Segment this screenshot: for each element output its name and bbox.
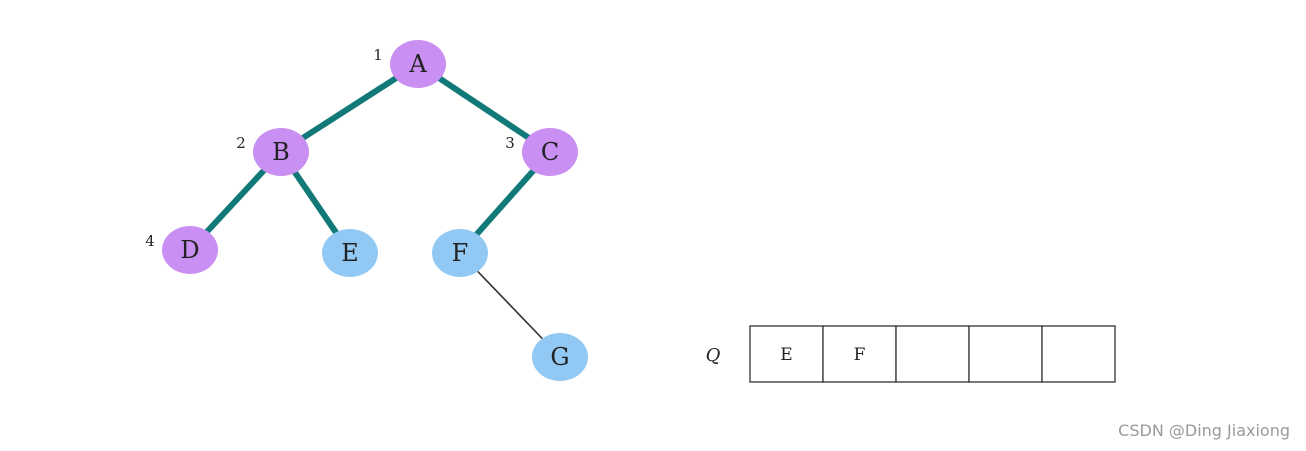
queue-cell-value: E (780, 345, 792, 365)
queue-label: Q (706, 345, 721, 366)
visit-order-label: 2 (236, 134, 246, 152)
queue-cell (1041, 325, 1116, 383)
watermark: CSDN @Ding Jiaxiong (1118, 421, 1290, 440)
node-circle (162, 226, 218, 274)
queue-cell-value: F (854, 345, 866, 365)
node-b: B2 (236, 128, 309, 176)
node-c: C3 (505, 128, 578, 176)
node-circle (522, 128, 578, 176)
node-label: A (408, 50, 427, 78)
node-circle (322, 229, 378, 277)
edges-layer (187, 61, 561, 358)
visit-order-label: 3 (505, 134, 515, 152)
queue-cell (968, 325, 1043, 383)
edge-a-b (278, 61, 421, 155)
node-label: C (541, 138, 559, 166)
node-label: D (180, 236, 199, 264)
node-label: E (341, 239, 359, 267)
node-a: A1 (373, 40, 446, 88)
queue-cell-box (968, 325, 1043, 383)
node-label: G (550, 343, 569, 371)
node-label: B (272, 138, 290, 166)
queue-cell-box (822, 325, 897, 383)
visit-order-label: 1 (373, 46, 383, 64)
node-circle (532, 333, 588, 381)
node-d: D4 (145, 226, 218, 274)
node-circle (390, 40, 446, 88)
queue-cell: F (822, 325, 897, 383)
visit-order-label: 4 (145, 232, 155, 250)
queue-cell-box (749, 325, 824, 383)
node-circle (253, 128, 309, 176)
queue-cell-box (895, 325, 970, 383)
queue-cell-box (1041, 325, 1116, 383)
queue-cell: E (749, 325, 824, 383)
node-label: F (452, 239, 469, 267)
node-e: E (322, 229, 378, 277)
queue-cell (895, 325, 970, 383)
node-g: G (532, 333, 588, 381)
node-circle (432, 229, 488, 277)
node-f: F (432, 229, 488, 277)
